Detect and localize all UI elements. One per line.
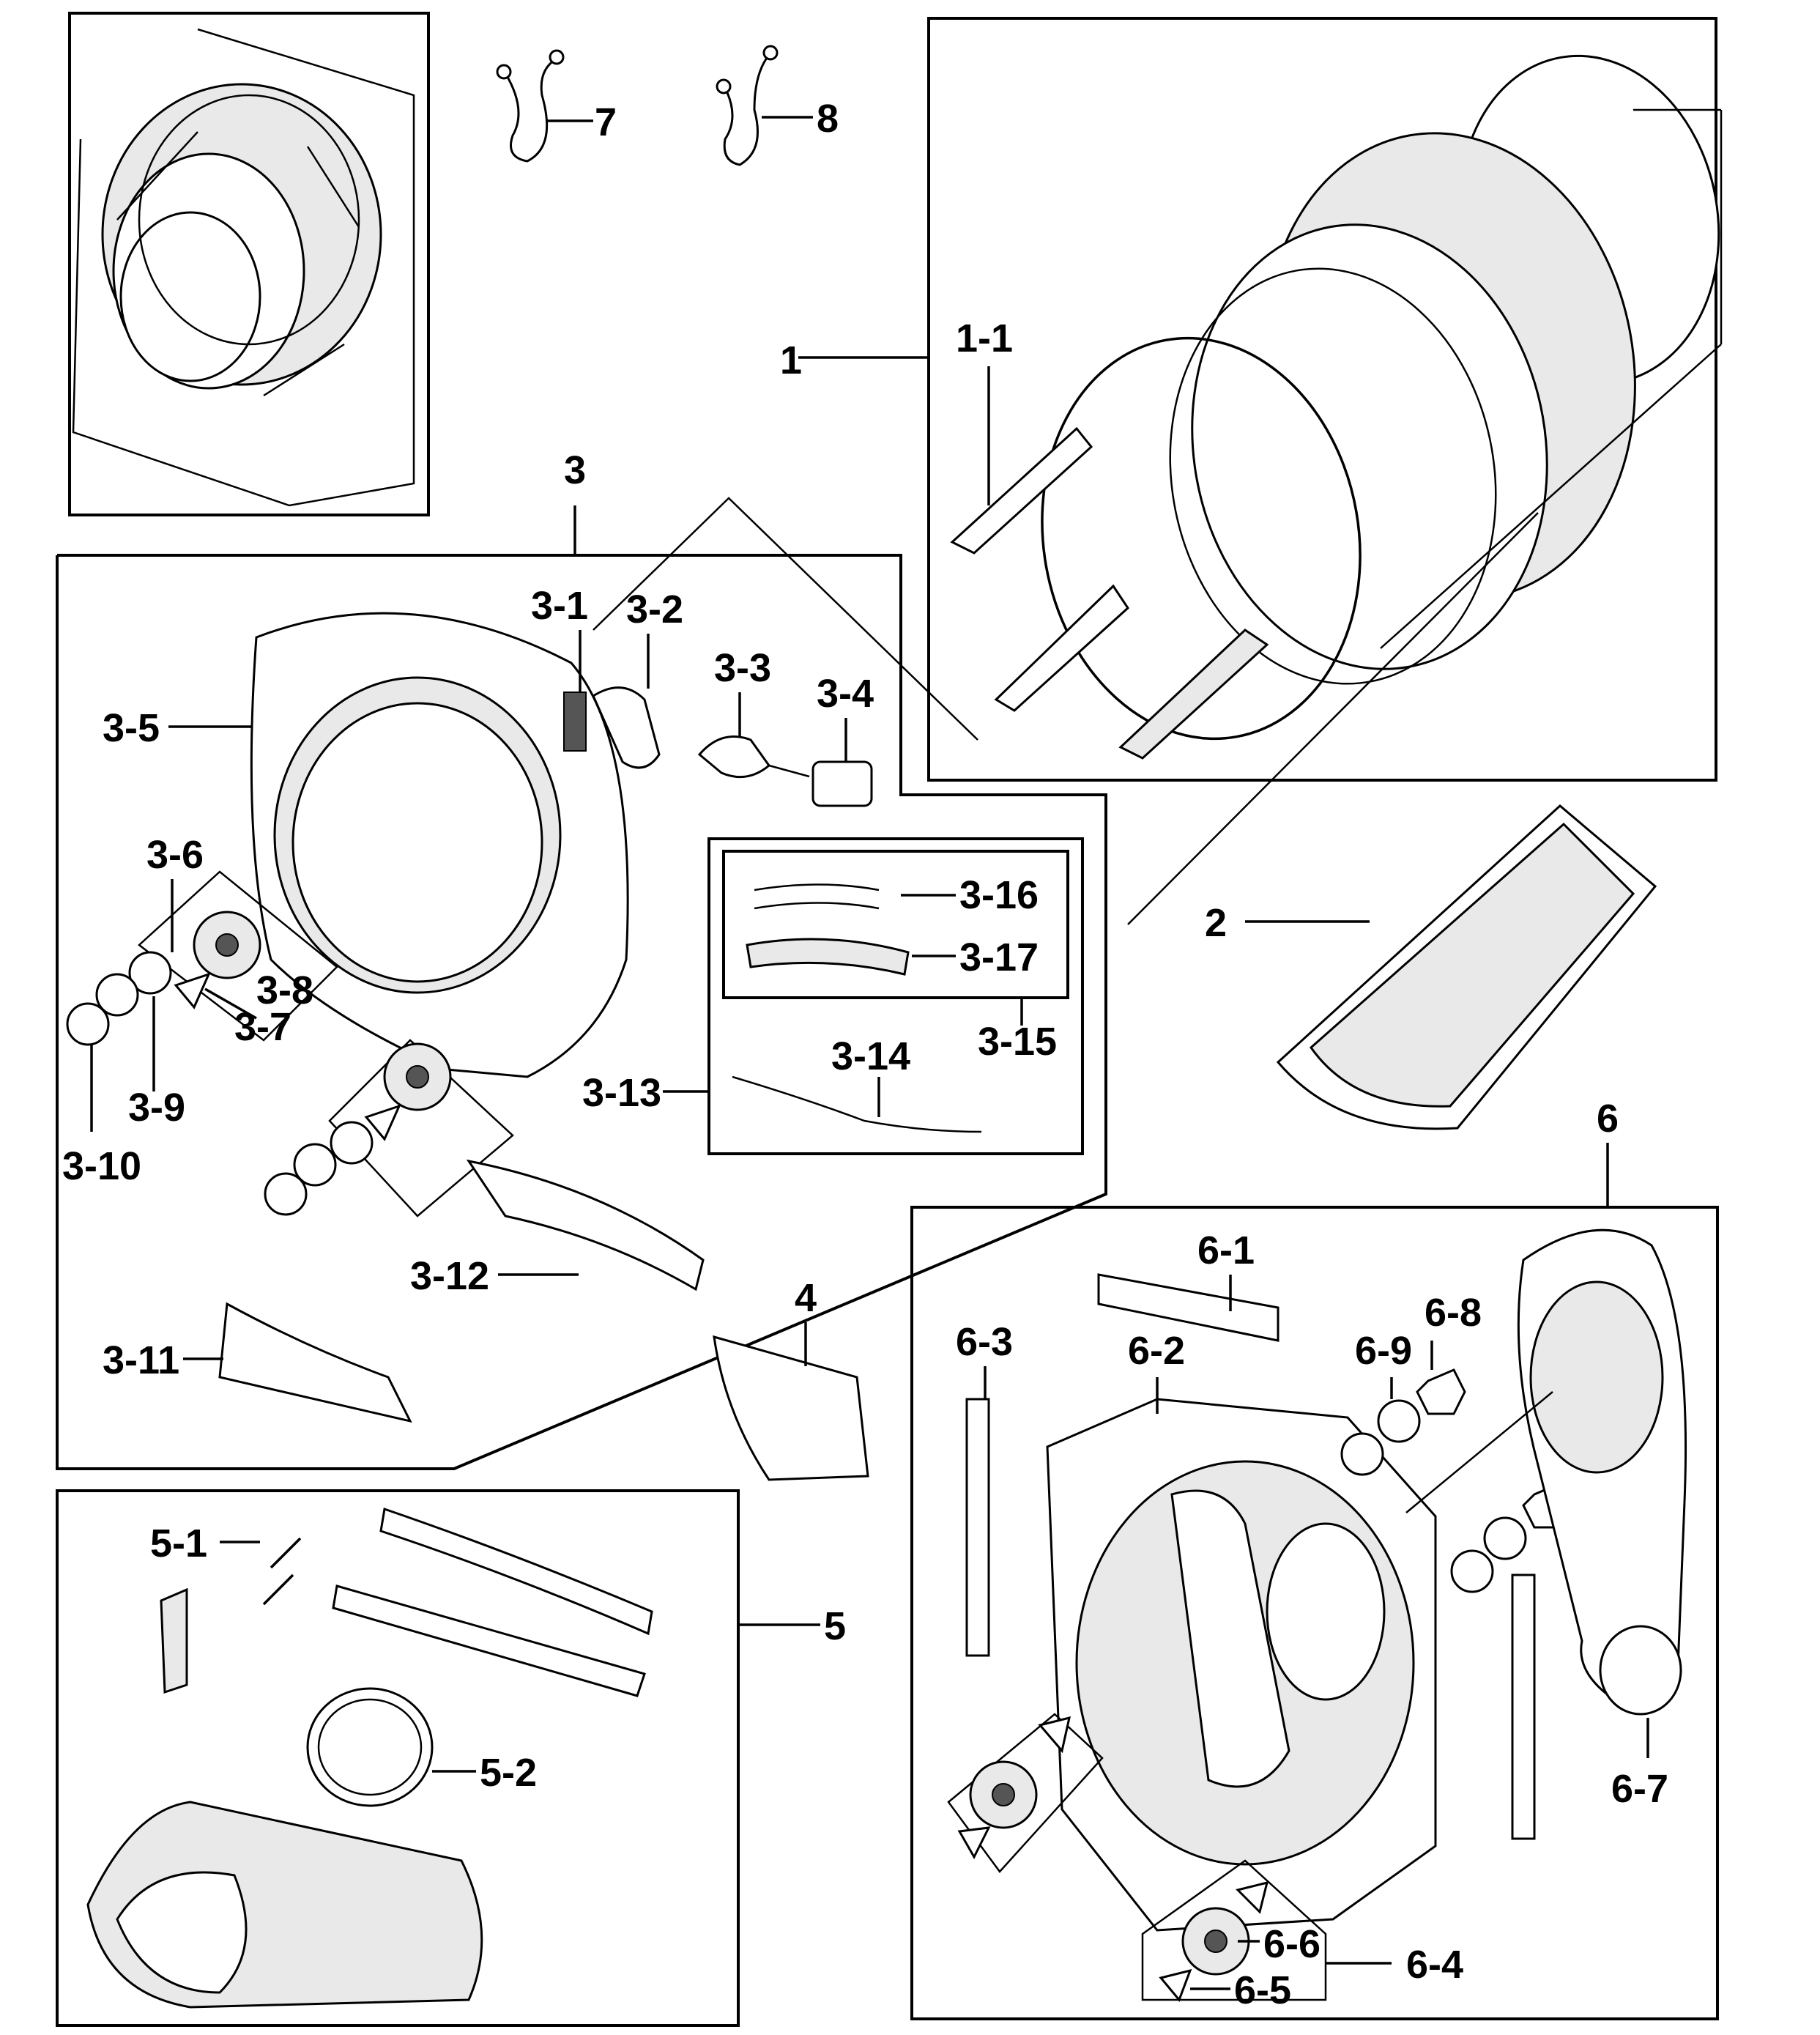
label-6-7: 6-7	[1611, 1767, 1668, 1811]
label-6: 6	[1597, 1097, 1619, 1141]
label-3-15: 3-15	[978, 1020, 1057, 1064]
label-3-8: 3-8	[256, 968, 313, 1012]
label-3-7: 3-7	[234, 1005, 291, 1049]
label-2: 2	[1205, 901, 1227, 945]
label-3-10: 3-10	[62, 1144, 141, 1188]
label-3-5: 3-5	[103, 706, 160, 750]
label-6-3: 6-3	[956, 1320, 1013, 1364]
label-3-4: 3-4	[817, 672, 874, 716]
label-3-17: 3-17	[959, 935, 1039, 979]
label-6-1: 6-1	[1197, 1228, 1255, 1272]
label-6-4: 6-4	[1406, 1943, 1463, 1987]
label-3-16: 3-16	[959, 873, 1039, 917]
label-1: 1	[780, 338, 802, 382]
label-5: 5	[824, 1604, 846, 1648]
label-5-1: 5-1	[150, 1521, 207, 1565]
label-3-9: 3-9	[128, 1086, 185, 1130]
label-3-13: 3-13	[582, 1071, 661, 1115]
label-7: 7	[595, 100, 617, 144]
clip-part-7: 7	[496, 49, 617, 163]
label-3-6: 3-6	[146, 833, 204, 877]
front-assembly-group-3: 3 3-5 3-1 3-2 3-3 3-4 3-6 3-8 3-7	[56, 448, 1107, 1470]
drum-assembly-group-1: 1 1-1	[780, 17, 1723, 782]
label-4: 4	[795, 1276, 817, 1320]
bracket-part-4: 4	[713, 1276, 869, 1481]
clip-part-8: 8	[716, 45, 839, 166]
label-6-5: 6-5	[1234, 1968, 1291, 2012]
label-6-9: 6-9	[1355, 1329, 1412, 1373]
label-6-2: 6-2	[1128, 1329, 1185, 1373]
label-6-8: 6-8	[1425, 1291, 1482, 1335]
rear-assembly-group-6: 6 6-1 6-3 6-2 6-6 6-5 6-4	[910, 1097, 1719, 2020]
label-3-12: 3-12	[410, 1254, 489, 1298]
label-3-1: 3-1	[531, 584, 588, 628]
label-3-11: 3-11	[103, 1338, 179, 1382]
label-6-6: 6-6	[1263, 1922, 1321, 1966]
label-3: 3	[564, 448, 586, 492]
label-1-1: 1-1	[956, 316, 1013, 360]
label-8: 8	[817, 97, 839, 141]
overview-assembly-thumbnail	[68, 12, 430, 516]
lint-filter-part-2: 2	[1205, 804, 1657, 1130]
label-3-2: 3-2	[626, 587, 683, 631]
duct-assembly-group-5: 5 5-1 5-2	[56, 1489, 846, 2027]
label-3-14: 3-14	[831, 1034, 910, 1078]
label-3-3: 3-3	[714, 646, 771, 690]
label-5-2: 5-2	[480, 1751, 537, 1795]
